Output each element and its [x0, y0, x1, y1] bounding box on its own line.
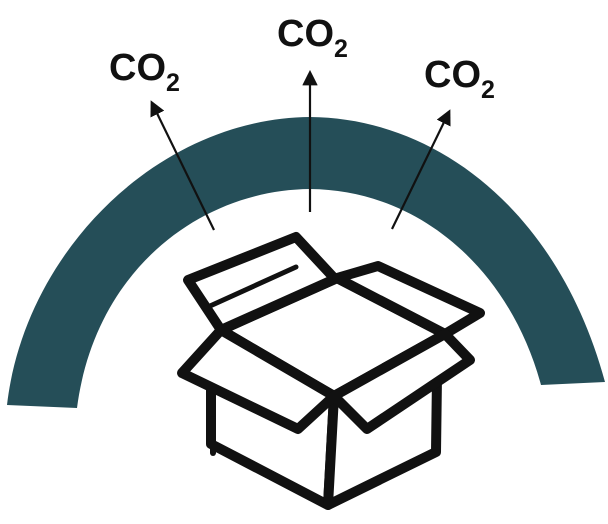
arrow-left	[150, 100, 215, 231]
emission-arrows	[150, 69, 451, 231]
co2-label-center: CO2	[277, 13, 348, 63]
open-cardboard-box-icon	[177, 232, 485, 510]
co2-label-right: CO2	[424, 54, 495, 104]
co2-label-left: CO2	[109, 47, 180, 97]
arrow-right	[391, 109, 451, 230]
arc-band	[7, 117, 605, 408]
